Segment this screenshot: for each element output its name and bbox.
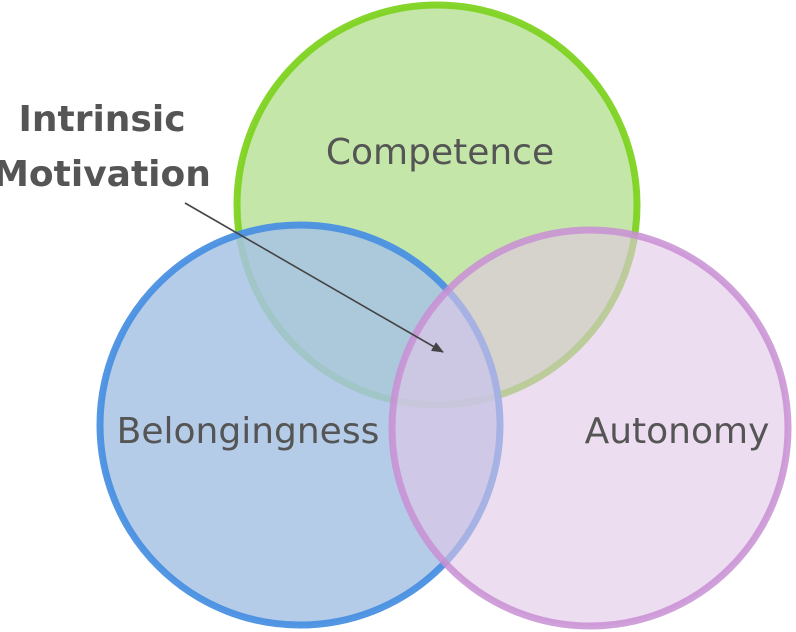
belongingness-label: Belongingness xyxy=(117,411,380,452)
autonomy-circle xyxy=(388,226,792,630)
callout-line-intrinsic: Intrinsic xyxy=(18,99,185,140)
callout-arrow xyxy=(184,202,444,353)
autonomy-label: Autonomy xyxy=(585,411,770,452)
competence-label: Competence xyxy=(326,132,554,173)
callout-line-motivation: Motivation xyxy=(0,154,211,195)
